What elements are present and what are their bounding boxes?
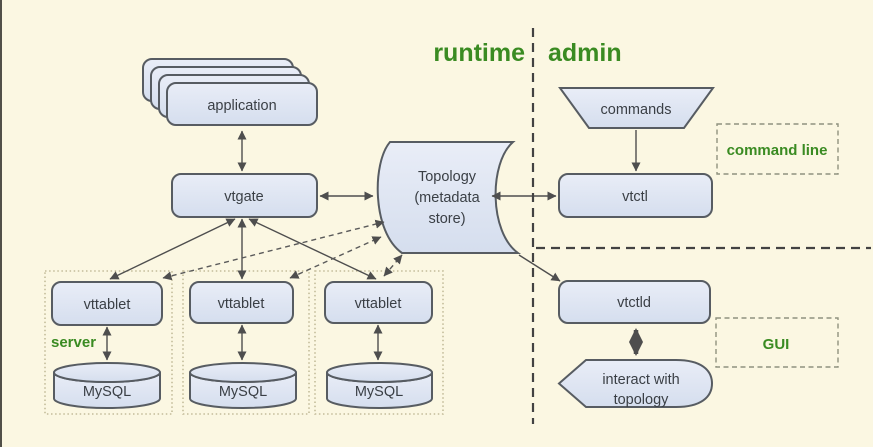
- vttablet2-label: vttablet: [218, 296, 265, 312]
- vttablet1-label: vttablet: [84, 297, 131, 313]
- vttablet-node-1: [51, 281, 163, 326]
- edge-topology-vtctld: [518, 254, 561, 282]
- admin-section-label: admin: [548, 39, 622, 67]
- vtctl-node: [558, 173, 713, 218]
- image-left-edge: [0, 0, 2, 447]
- vtgate-label: vtgate: [224, 189, 264, 205]
- dashed-edge-vttablet3-topology: [383, 254, 403, 277]
- edge-vtgate-vttablet1: [109, 218, 236, 280]
- application-node: [166, 82, 318, 126]
- gui-annotation-box: [715, 317, 839, 368]
- command-line-annotation-box: [716, 123, 839, 175]
- dashed-edge-vttablet1-topology: [162, 219, 385, 281]
- dashed-edge-vttablet2-topology: [289, 236, 382, 279]
- application-stack: [142, 58, 318, 126]
- runtime-section-label: runtime: [433, 39, 525, 67]
- vtctld-node: [558, 280, 711, 324]
- edge-vtgate-vttablet3: [248, 218, 377, 280]
- command-line-annotation-label: command line: [727, 142, 828, 159]
- interact-label-line2: topology: [614, 392, 670, 408]
- commands-node: [558, 87, 715, 129]
- interact-topology-node: [557, 359, 714, 408]
- mysql-cylinder-3: [326, 362, 433, 409]
- topology-label-line3: store): [428, 211, 465, 227]
- vttablet3-label: vttablet: [355, 296, 402, 312]
- application-label: application: [207, 98, 276, 114]
- topology-label-line1: Topology: [418, 169, 477, 185]
- commands-label: commands: [601, 102, 672, 118]
- mysql3-label: MySQL: [355, 384, 403, 400]
- vttablet-node-2: [189, 281, 294, 324]
- mysql-cylinder-2: [189, 362, 297, 409]
- server-annotation-label: server: [51, 334, 96, 351]
- vttablet-node-3: [324, 281, 433, 324]
- vtctl-label: vtctl: [622, 189, 648, 205]
- vtctld-label: vtctld: [617, 295, 651, 311]
- mysql-cylinder-1: [53, 362, 161, 409]
- gui-annotation-label: GUI: [763, 336, 790, 353]
- mysql2-label: MySQL: [219, 384, 267, 400]
- topology-label-line2: (metadata: [414, 190, 480, 206]
- mysql1-label: MySQL: [83, 384, 131, 400]
- vtgate-node: [171, 173, 318, 218]
- topology-store-node: [376, 141, 522, 254]
- server-group-1: [44, 270, 173, 415]
- interact-label-line1: interact with: [602, 372, 679, 388]
